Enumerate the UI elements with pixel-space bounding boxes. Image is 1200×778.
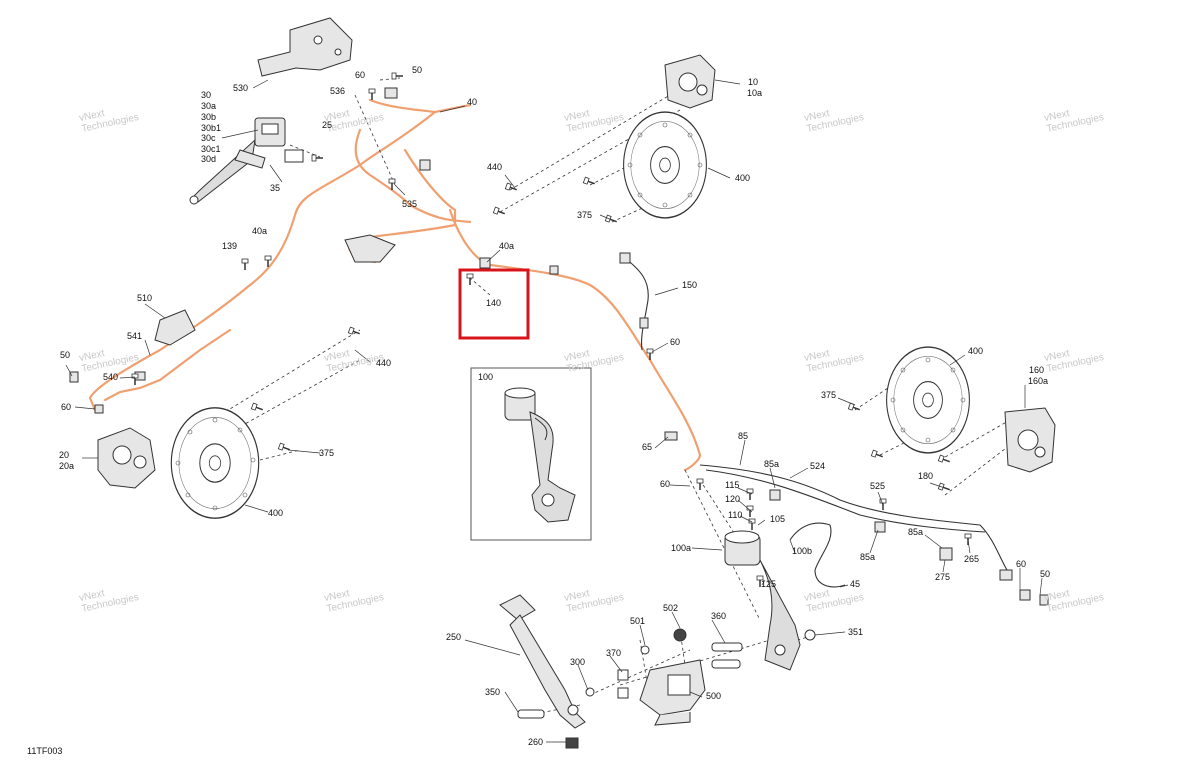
part-label: 60: [61, 402, 72, 412]
part-label: 501: [630, 616, 646, 626]
part-label: 85a: [908, 527, 924, 537]
part-label: 60: [355, 70, 366, 80]
part-label: 375: [821, 390, 837, 400]
part-label: 541: [127, 331, 143, 341]
rear-caliper: [1004, 407, 1056, 473]
sensor-line: [624, 257, 1011, 588]
part-label: 160: [1029, 365, 1045, 375]
part-label: 502: [663, 603, 679, 613]
part-label: 375: [577, 210, 593, 220]
part-label: 50: [1040, 569, 1051, 579]
part-label: 300: [570, 657, 586, 667]
part-label: 30: [201, 90, 212, 100]
pedal-bracket: [639, 659, 706, 726]
part-label: 60: [660, 479, 671, 489]
part-label: 500: [706, 691, 722, 701]
part-label: 440: [376, 358, 392, 368]
part-label: 30a: [201, 101, 217, 111]
part-label: 350: [485, 687, 501, 697]
part-label: 360: [711, 611, 727, 621]
part-label: 160a: [1028, 376, 1049, 386]
part-label: 35: [270, 183, 281, 193]
part-label: 440: [487, 162, 503, 172]
part-label: 30b: [201, 112, 217, 122]
part-label: 50: [412, 65, 423, 75]
part-label: 30b1: [201, 123, 222, 133]
part-label: 110: [728, 510, 743, 520]
part-label: 139: [222, 241, 238, 251]
part-label: 125: [761, 579, 777, 589]
part-label: 30c: [201, 133, 216, 143]
part-label: 370: [606, 648, 622, 658]
pedal-pins: [517, 628, 816, 749]
part-label: 260: [528, 737, 544, 747]
part-label: 60: [670, 337, 681, 347]
part-label: 85a: [764, 459, 780, 469]
brackets-clips: [69, 87, 1049, 606]
inset-100-frame: [470, 367, 592, 541]
part-label: 20a: [59, 461, 75, 471]
part-label: 400: [735, 173, 751, 183]
front-left-disc: [170, 407, 260, 519]
part-label: 351: [848, 627, 864, 637]
front-left-caliper: [97, 427, 156, 489]
part-label: 10: [748, 77, 759, 87]
part-label: 45: [850, 579, 861, 589]
part-label: 250: [446, 632, 462, 642]
leader-lines: [65, 79, 1043, 743]
brake-pedal: [499, 594, 586, 729]
rear-disc: [885, 346, 971, 454]
part-label: 535: [402, 199, 418, 209]
part-label: 180: [918, 471, 934, 481]
part-label: 115: [725, 480, 740, 490]
rear-master-cylinder: [724, 530, 801, 671]
part-label: 25: [322, 120, 333, 130]
part-label: 10a: [747, 88, 763, 98]
part-label: 400: [268, 508, 284, 518]
disc-holes: [175, 122, 966, 511]
part-label: 140: [486, 298, 502, 308]
inset-reservoir: [504, 387, 576, 523]
part-label: 540: [103, 372, 119, 382]
part-label: 150: [682, 280, 698, 290]
part-label: 105: [770, 514, 786, 524]
part-label: 40: [467, 97, 478, 107]
bracket-530: [257, 17, 353, 77]
front-master-cylinder: [189, 117, 304, 205]
part-label: 510: [137, 293, 153, 303]
part-label: 265: [964, 554, 980, 564]
part-label: 400: [968, 346, 984, 356]
part-label: 30c1: [201, 144, 221, 154]
part-label: 50: [60, 350, 71, 360]
part-label: 100b: [792, 546, 813, 556]
part-label: 524: [810, 461, 826, 471]
front-right-disc: [622, 111, 708, 219]
front-right-caliper: [664, 54, 716, 109]
part-label: 120: [725, 494, 741, 504]
part-label: 530: [233, 83, 249, 93]
part-label: 20: [59, 450, 70, 460]
part-label: 375: [319, 448, 335, 458]
part-label: 275: [935, 572, 951, 582]
part-label: 536: [330, 86, 346, 96]
brake-lines: [88, 98, 702, 472]
part-label: 100a: [671, 543, 692, 553]
part-label: 30d: [201, 154, 217, 164]
part-label: 40a: [252, 226, 268, 236]
part-label: 100: [478, 372, 494, 382]
part-label: 40a: [499, 241, 515, 251]
highlight-140: [458, 268, 530, 340]
part-label: 85a: [860, 552, 876, 562]
part-label: 85: [738, 431, 749, 441]
diagram-code: 11TF003: [27, 746, 63, 756]
part-label: 65: [642, 442, 653, 452]
part-label: 525: [870, 481, 886, 491]
part-label: 60: [1016, 559, 1027, 569]
